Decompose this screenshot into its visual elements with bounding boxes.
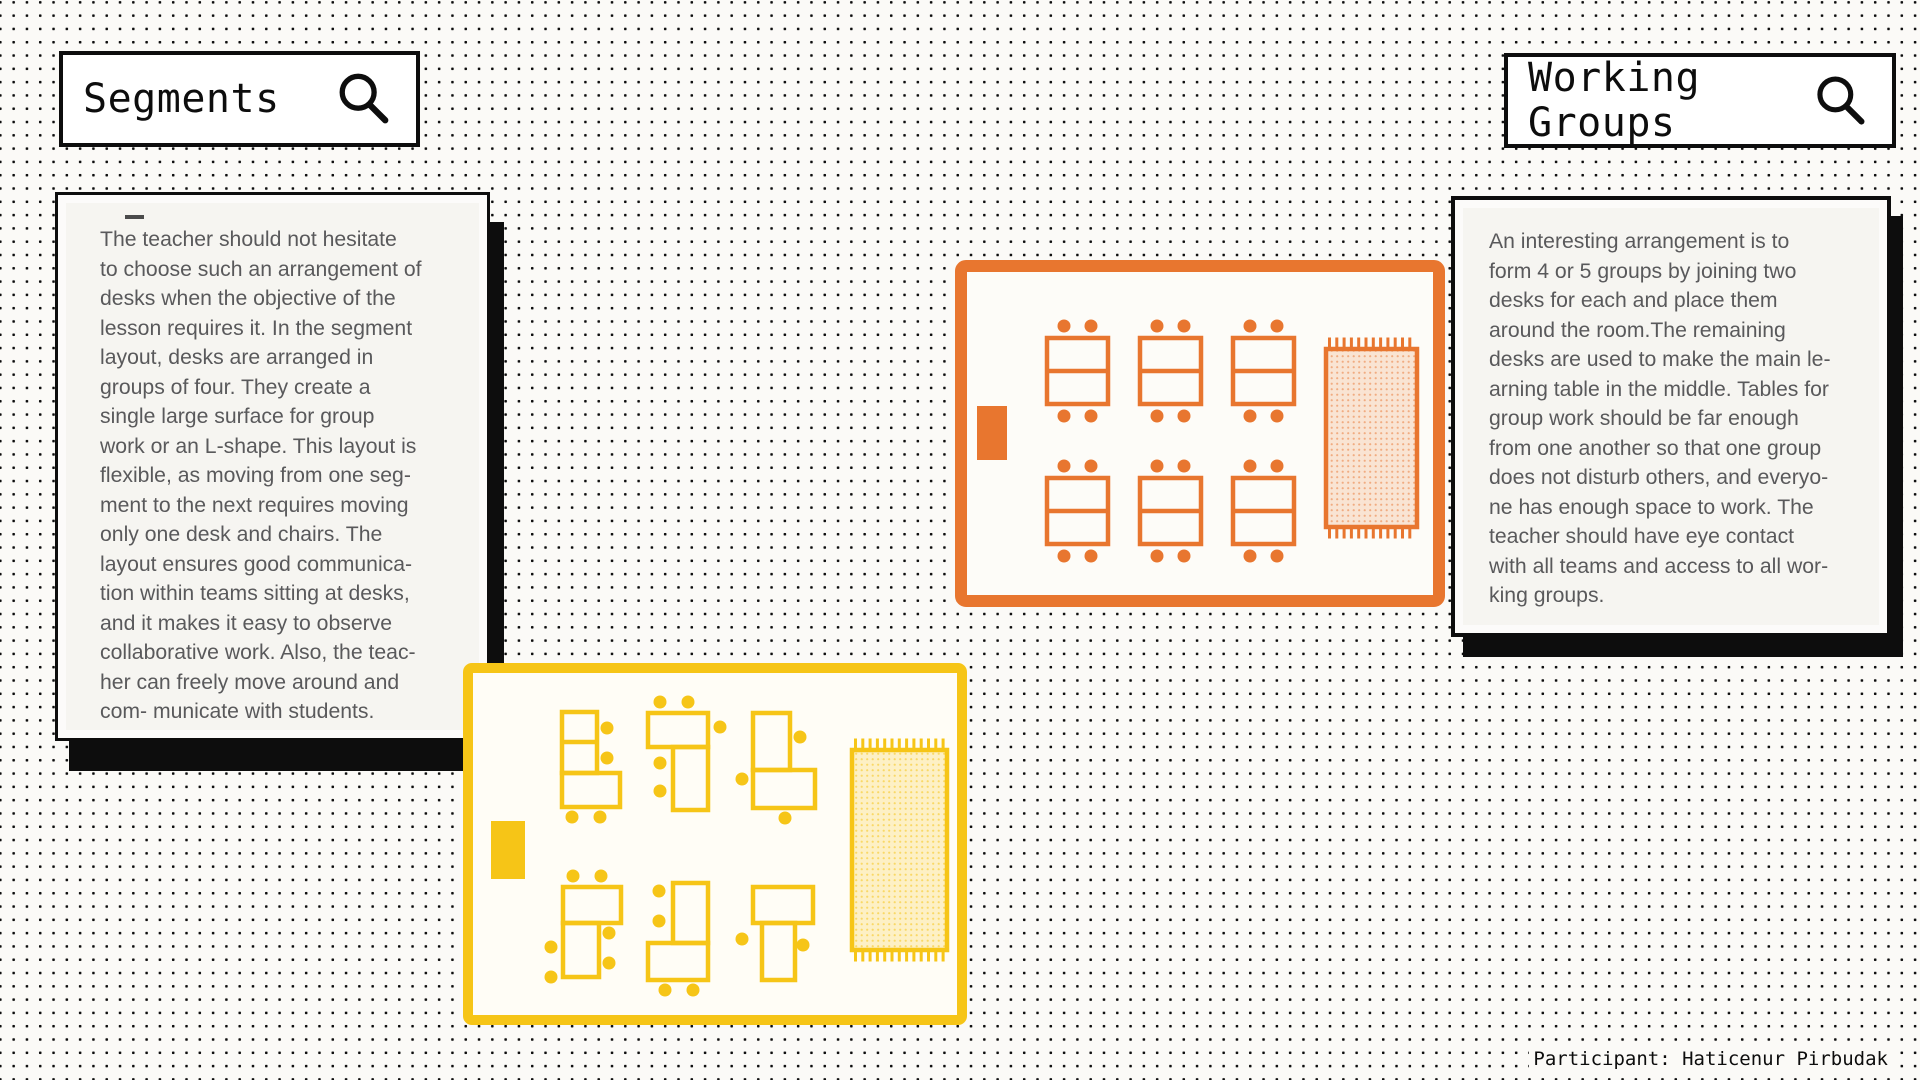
door [491,821,525,879]
segments-classroom-diagram [463,663,967,1025]
working-groups-text-card: An interesting arrangement is to form 4 … [1451,196,1891,637]
door [977,406,1007,460]
working-groups-card-text: An interesting arrangement is to form 4 … [1489,230,1831,607]
room-walls [955,260,1445,607]
l-desk-segment [645,695,727,813]
room-walls [463,663,967,1025]
scan-artifact-dash [125,215,144,219]
l-desk-segment [544,869,624,984]
magnifier-icon[interactable] [334,70,392,128]
l-desk-segment [735,710,818,825]
rug [849,738,950,962]
working-groups-search-box[interactable]: Working Groups [1504,53,1896,148]
rug [1323,337,1420,539]
working-groups-classroom-diagram [955,260,1445,607]
scanned-paper [66,203,479,730]
magnifier-icon[interactable] [1812,73,1868,129]
segments-label: Segments [83,75,280,122]
participant-credit: Participant: Haticenur Pirbudak [1529,1046,1892,1072]
scanned-paper [1463,208,1879,625]
working-groups-label: Working Groups [1528,54,1701,146]
l-desk-segment [559,709,623,824]
segments-card-text: The teacher should not hesitate to choos… [100,228,422,723]
segments-text-card: The teacher should not hesitate to choos… [55,192,490,741]
segments-search-box[interactable]: Segments [59,51,420,147]
l-desk-segment [645,880,711,997]
l-desk-segment [735,884,816,983]
